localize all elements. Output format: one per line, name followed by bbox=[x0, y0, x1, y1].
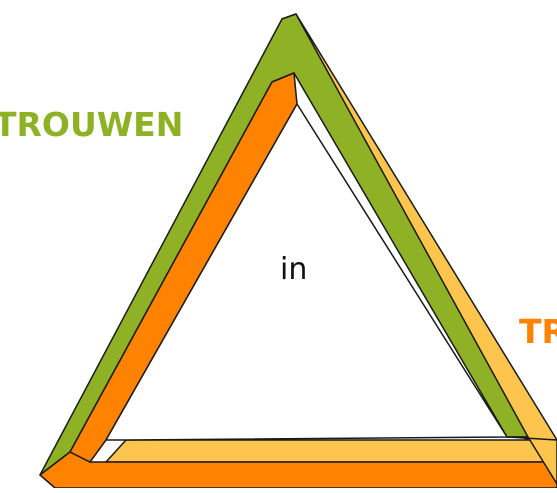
label-right: TR bbox=[519, 312, 557, 351]
label-left: TROUWEN bbox=[0, 105, 183, 144]
yellow-base bbox=[106, 440, 557, 462]
label-center: in bbox=[280, 252, 307, 287]
